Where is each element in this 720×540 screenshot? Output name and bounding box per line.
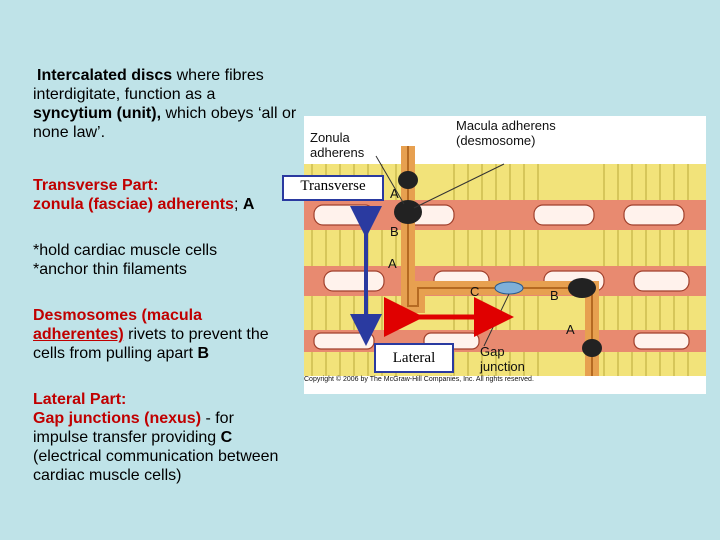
label-a: A <box>242 196 255 213</box>
gap-junction-mark <box>494 281 524 295</box>
macula-label: Macula adherens (desmosome) <box>456 118 556 148</box>
intro-paragraph: Intercalated discs where fibres interdig… <box>33 66 298 142</box>
label-c: C <box>220 429 233 446</box>
letter-a-3: A <box>566 322 575 337</box>
letter-a-1: A <box>390 186 399 201</box>
zonula-label: Zonula adherens <box>310 130 365 160</box>
transverse-sep: ; <box>233 196 243 213</box>
label-b: B <box>197 345 210 362</box>
desmosome-term: Desmosomes (macula <box>33 307 202 324</box>
lateral-heading: Lateral Part: <box>33 391 127 408</box>
intro-term: Intercalated discs <box>37 67 173 84</box>
transverse-paragraph: Transverse Part: zonula (fasciae) adhere… <box>33 176 293 214</box>
desmosome-paragraph: Desmosomes (macula adherentes) rivets to … <box>33 306 301 363</box>
hold-paragraph: *hold cardiac muscle cells *anchor thin … <box>33 241 293 279</box>
intro-text-1: where fibres interdigitate, function as … <box>33 67 264 103</box>
gap-junction-term: Gap junctions (nexus) <box>33 410 202 427</box>
adherentes-term: adherentes) <box>33 326 124 343</box>
lateral-box: Lateral <box>374 343 454 373</box>
lateral-text-2: (electrical communication between cardia… <box>33 448 279 484</box>
copyright-note: Copyright © 2006 by The McGraw-Hill Comp… <box>304 376 564 384</box>
letter-a-2: A <box>388 256 397 271</box>
gap-junction-label: Gap junction <box>480 344 525 374</box>
lateral-paragraph: Lateral Part: Gap junctions (nexus) - fo… <box>33 390 283 485</box>
letter-c: C <box>470 284 480 299</box>
letter-b-1: B <box>390 224 399 239</box>
intercalated-disc-figure: Zonula adherens Macula adherens (desmoso… <box>304 116 706 394</box>
intro-text-2: which obeys ‘all or none law’. <box>33 105 297 141</box>
desmosome-text: rivets to prevent the cells from pulling… <box>33 326 269 362</box>
transverse-heading: Transverse Part: <box>33 177 159 194</box>
lateral-text: - for impulse transfer providing <box>33 410 234 446</box>
desmosomes <box>394 171 602 357</box>
zonula-term: zonula (fasciae) adherents <box>33 196 234 213</box>
hold-line-2: *anchor thin filaments <box>33 261 187 278</box>
hold-line-1: *hold cardiac muscle cells <box>33 242 218 259</box>
syncytium-term: syncytium (unit), <box>33 105 162 122</box>
letter-b-2: B <box>550 288 559 303</box>
transverse-box: Transverse <box>282 175 384 201</box>
